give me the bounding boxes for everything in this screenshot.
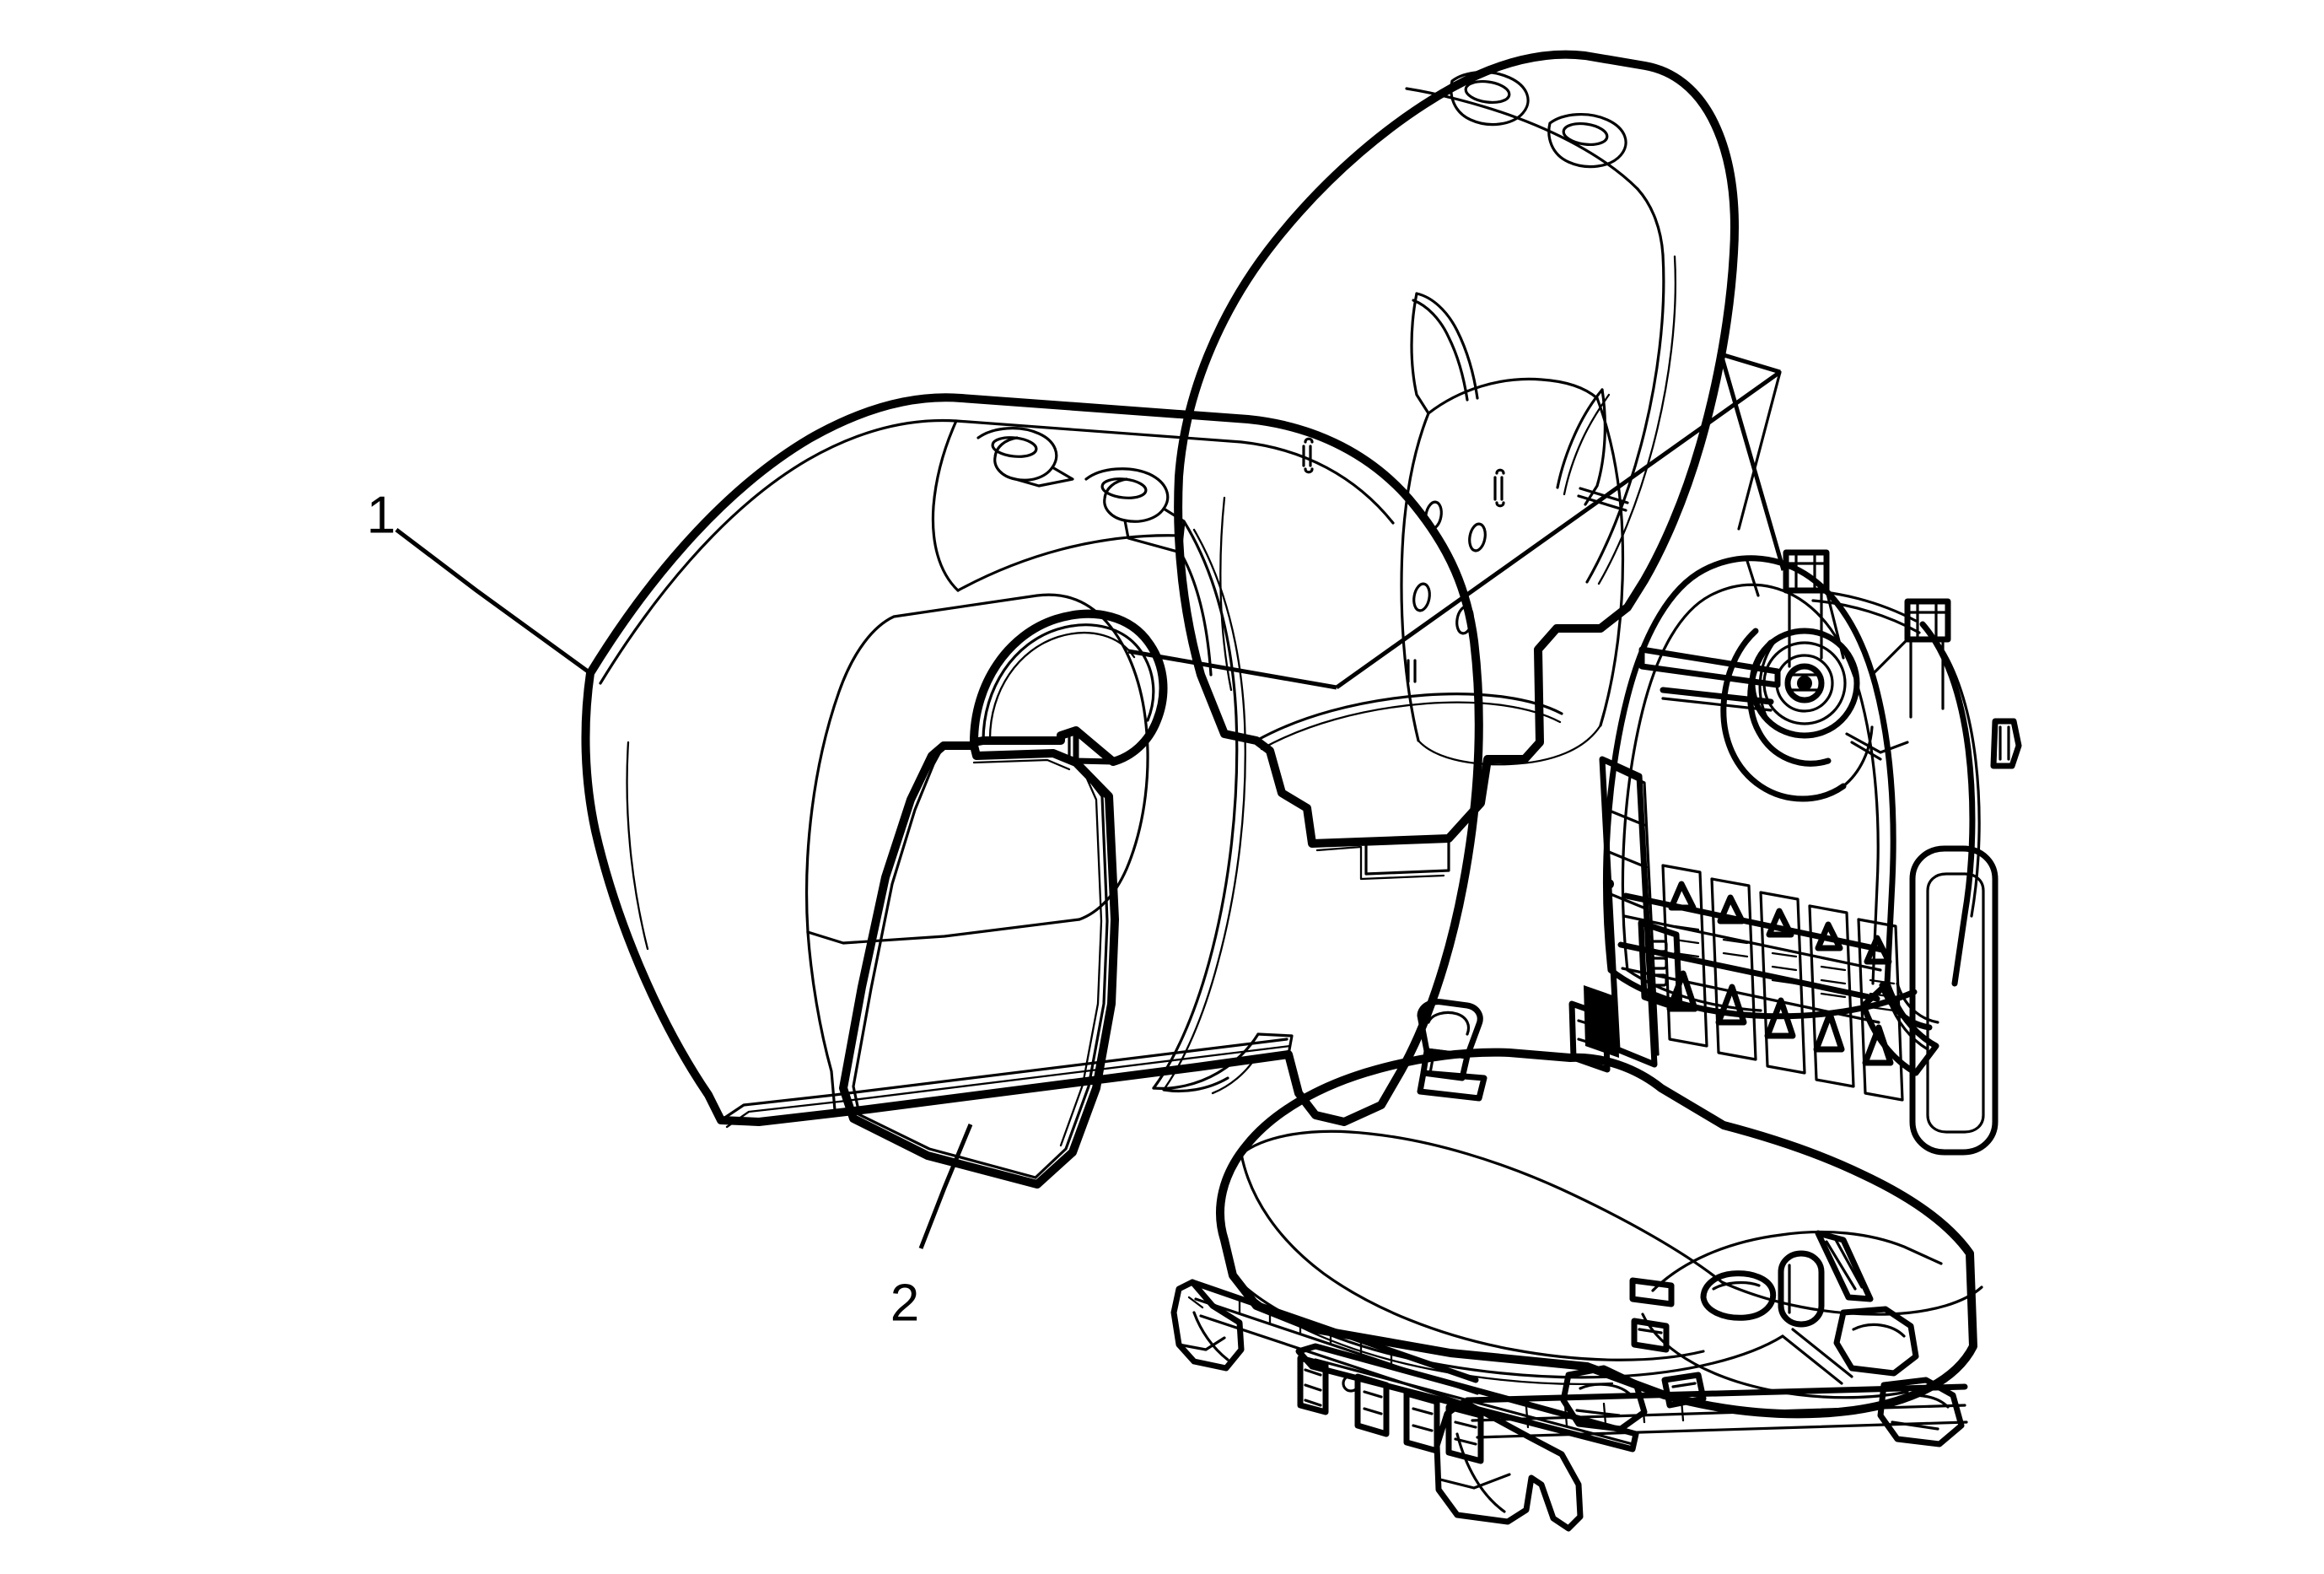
seat-track-assembly bbox=[1170, 1279, 1968, 1532]
track-latch-mechanism bbox=[1560, 1365, 1707, 1432]
headrest-guide-bezel-left bbox=[976, 427, 1074, 488]
callout-2[interactable]: 2 bbox=[890, 1124, 973, 1332]
track-rear-bracket-right bbox=[1877, 1377, 1965, 1447]
frame-left-rail-hardware bbox=[1568, 756, 1683, 1073]
seat-back-cushion bbox=[1174, 50, 1739, 881]
headrest-socket-b bbox=[1547, 113, 1627, 169]
callout-1-leader bbox=[395, 528, 592, 676]
track-foot-cover-front-right bbox=[1833, 1306, 1919, 1377]
callout-2-number: 2 bbox=[890, 1274, 919, 1332]
track-cross-member bbox=[1295, 1343, 1639, 1464]
seat-adjust-switches bbox=[1629, 1250, 1825, 1353]
seat-back-frame-assembly bbox=[1568, 549, 2022, 1156]
recline-handle bbox=[1815, 1230, 1874, 1302]
callout-1[interactable]: 1 bbox=[367, 486, 592, 676]
recliner-hub bbox=[1720, 628, 1874, 802]
callout-2-leader bbox=[918, 1124, 973, 1249]
seat-belt-buckle bbox=[1417, 999, 1487, 1102]
side-airbag-module bbox=[1909, 845, 1999, 1156]
suspension-spring-mat bbox=[1617, 864, 1904, 1102]
callout-1-number: 1 bbox=[367, 486, 395, 544]
seat-back-pad-item2 bbox=[839, 609, 1168, 1189]
headrest-socket-a bbox=[1450, 71, 1530, 127]
side-trim-panel bbox=[1629, 1230, 1943, 1399]
seat-back-cover-item1 bbox=[581, 393, 1483, 1129]
track-foot-cover-rear-right bbox=[1434, 1399, 1584, 1532]
track-foot-cover-front-left bbox=[1170, 1279, 1245, 1372]
pad-to-frame-connector-band bbox=[1127, 352, 1786, 690]
